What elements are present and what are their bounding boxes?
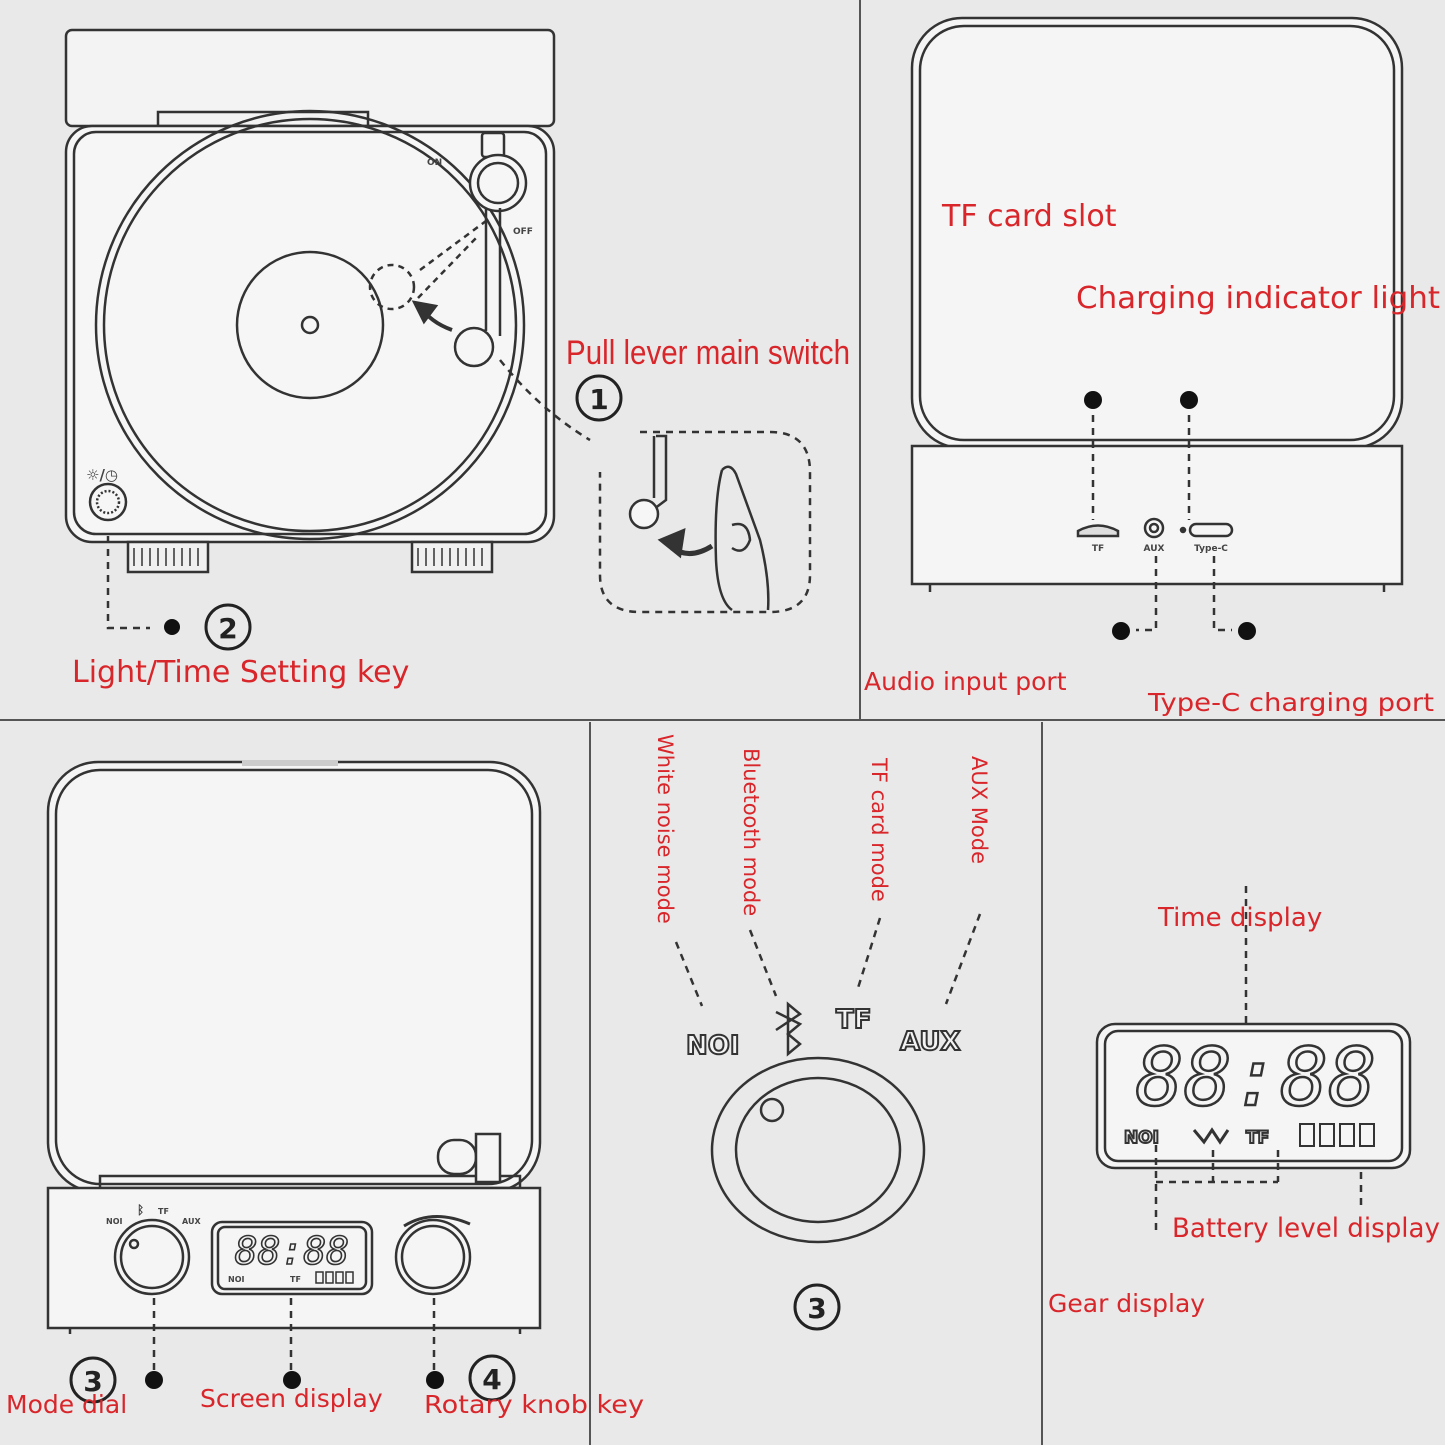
callout-number-3b: 3 <box>807 1292 826 1325</box>
mode-dial-detail <box>674 913 982 1244</box>
callout-circle-2 <box>204 603 252 651</box>
dot-rotary <box>426 1371 444 1389</box>
callout-number-2: 2 <box>218 612 237 645</box>
label-bluetooth-mode: Bluetooth mode <box>739 748 763 916</box>
label-light-time-key: Light/Time Setting key <box>72 655 409 690</box>
front-aux: AUX <box>182 1217 201 1226</box>
port-tf-label: TF <box>1092 544 1104 554</box>
screen-clock: 88:88 <box>1136 1031 1377 1124</box>
front-bt: ᛒ <box>137 1203 144 1217</box>
callout-number-4: 4 <box>482 1363 501 1396</box>
mode-aux-label: AUX <box>900 1027 960 1057</box>
label-audio-input: Audio input port <box>864 667 1067 696</box>
callout-circle-3a <box>69 1356 117 1404</box>
label-typec-port: Type-C charging port <box>1147 688 1434 717</box>
screen-tf-label: TF <box>1246 1128 1269 1148</box>
front-clock: 88:88 <box>235 1229 349 1273</box>
dot-screen <box>283 1371 301 1389</box>
label-mode-dial: Mode dial <box>6 1390 127 1419</box>
callout-circle-3b <box>793 1283 841 1331</box>
label-pull-lever: Pull lever main switch <box>566 334 850 372</box>
callout-circle-1 <box>575 374 623 422</box>
callout-number-3a: 3 <box>83 1365 102 1398</box>
callout-number-1: 1 <box>589 383 608 416</box>
mode-tf-label: TF <box>836 1005 872 1035</box>
label-white-noise: White noise mode <box>653 734 677 924</box>
front-screen-tf: TF <box>290 1275 301 1284</box>
screen-detail <box>1095 886 1412 1232</box>
label-tf-card-slot: TF card slot <box>941 199 1117 234</box>
label-rotary-knob: Rotary knob key <box>424 1390 644 1419</box>
front-tf: TF <box>158 1207 169 1216</box>
front-view <box>46 760 542 1370</box>
label-screen-display: Screen display <box>200 1384 383 1413</box>
port-typec-label: Type-C <box>1194 544 1228 554</box>
off-label: OFF <box>513 227 533 237</box>
dot-charging-light <box>1180 391 1198 409</box>
front-screen-noi: NOI <box>228 1275 244 1284</box>
dot-typec <box>1238 622 1256 640</box>
callout-circle-4 <box>468 1354 516 1402</box>
dot-tf-slot <box>1084 391 1102 409</box>
label-charging-light: Charging indicator light <box>1076 281 1440 316</box>
back-view <box>910 16 1404 632</box>
front-noi: NOI <box>106 1217 122 1226</box>
dot-audio-input <box>1112 622 1130 640</box>
callout-dot <box>164 619 180 635</box>
label-gear-display: Gear display <box>1048 1289 1205 1318</box>
mode-noi-label: NOI <box>686 1031 740 1061</box>
label-aux-mode: AUX Mode <box>967 756 991 864</box>
port-aux-label: AUX <box>1144 544 1165 554</box>
label-tf-card-mode: TF card mode <box>867 757 891 902</box>
dot-mode-dial <box>145 1371 163 1389</box>
label-battery-display: Battery level display <box>1172 1213 1440 1244</box>
light-time-icon: ☼/◷ <box>86 466 118 484</box>
screen-noi-label: NOI <box>1124 1128 1159 1148</box>
label-time-display: Time display <box>1157 903 1322 933</box>
turntable-top-view <box>64 28 812 630</box>
on-label: ON <box>427 158 442 168</box>
